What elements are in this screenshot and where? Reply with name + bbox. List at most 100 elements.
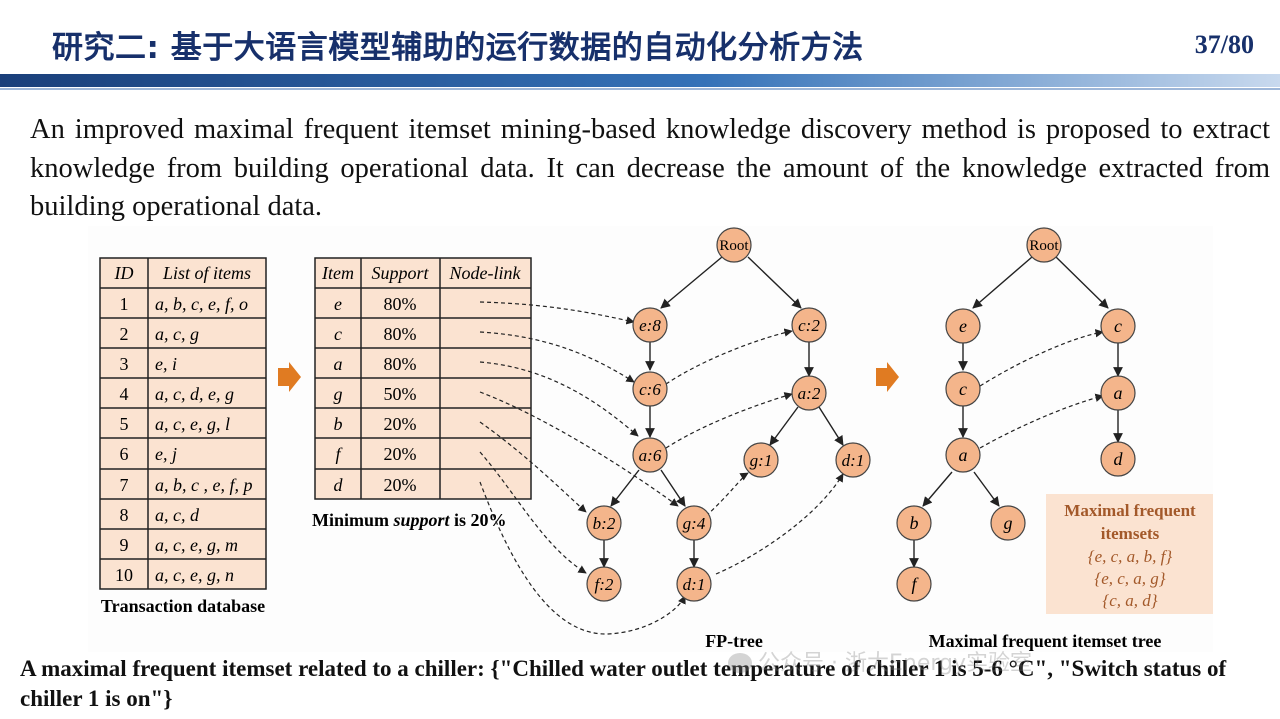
transaction-row-items: a, c, e, g, l [155,414,230,434]
support-header-item: Item [321,263,354,283]
transaction-row-id: 3 [120,354,129,374]
mfi-node [945,437,981,473]
mfi-node-root [1026,227,1062,263]
transaction-row-items: a, c, e, g, m [155,535,238,555]
mfi-tree-node-links [979,329,1104,449]
fp-node-label: a:2 [798,384,821,403]
support-row-value: 80% [384,294,417,314]
fp-growth-diagram: ID List of items 1 a, b, c, e, f, o 2 a,… [99,227,1213,651]
support-row-item: c [334,324,342,344]
support-row-item: d [334,475,344,495]
mfi-node-label: c [959,379,967,399]
support-row-item: f [335,444,343,464]
fp-node [632,371,668,407]
fp-node-label: d:1 [683,575,706,594]
support-row-value: 20% [384,444,417,464]
mfi-node [945,371,981,407]
title-bar [0,74,1280,87]
itemset: {c, a, d} [1102,591,1157,610]
mfi-node-label: c [1114,316,1122,336]
mfi-node [1100,375,1136,411]
itemsets-title: Maximal frequent [1064,501,1196,520]
transaction-row-id: 8 [120,505,129,525]
fp-node-label: c:6 [639,380,661,399]
itemsets-box-bg [1046,494,1213,614]
support-row-value: 20% [384,475,417,495]
slide-title: 研究二: 基于大语言模型辅助的运行数据的自动化分析方法 [52,30,864,66]
arrow-right-icon [876,362,899,392]
support-row-value: 80% [384,324,417,344]
mfi-node-label: f [911,574,919,594]
transaction-row-items: a, c, e, g, n [155,565,234,585]
fp-node [791,375,827,411]
itemset: {e, c, a, g} [1094,569,1165,588]
watermark: 公众号 · 浙大Energy实验室 [728,645,1032,677]
title-bar-underline [0,88,1280,90]
support-row-item: b [334,414,343,434]
mfi-node-label: b [910,513,919,533]
transaction-table-bg [99,257,267,590]
fp-tree-node-links [665,328,844,575]
support-table: Item Support Node-link e 80% c 80% a 80%… [312,257,532,530]
mfi-node-label: g [1004,513,1013,533]
fp-node-label: Root [719,238,749,254]
support-row-item: a [334,354,343,374]
transaction-row-items: e, i [155,354,177,374]
transaction-table-caption: Transaction database [101,596,265,616]
mfi-tree-edges [909,256,1123,568]
fp-node [835,442,871,478]
transaction-row-items: e, j [155,444,177,464]
fp-node [791,307,827,343]
mfi-node [1100,308,1136,344]
conclusion-text: A maximal frequent itemset related to a … [20,656,1227,711]
transaction-row-id: 7 [120,475,129,495]
fp-node [743,442,779,478]
fp-node [632,307,668,343]
fp-node-label: b:2 [593,514,616,533]
transaction-table-row-lines [100,287,266,560]
support-row-value: 20% [384,414,417,434]
mfi-node-label: e [959,316,967,336]
transaction-header-items: List of items [162,263,251,283]
fp-node-label: f:2 [595,575,614,594]
mfi-tree-caption: Maximal frequent itemset tree [929,631,1162,651]
transaction-row-items: a, c, d [155,505,200,525]
mfi-node [896,505,932,541]
fp-node-label: g:1 [750,451,773,470]
mfi-node-label: a [1114,383,1123,403]
fp-node-label: d:1 [842,451,865,470]
mfi-node [1100,441,1136,477]
support-row-item: e [334,294,342,314]
node-link-arrows [479,301,686,635]
fp-node [632,437,668,473]
support-header-support: Support [371,263,429,283]
support-row-value: 50% [384,384,417,404]
itemsets-title: itemsets [1101,524,1160,543]
transaction-row-id: 9 [120,535,129,555]
intro-paragraph: An improved maximal frequent itemset min… [30,114,1270,222]
arrow-right-icon [278,362,301,392]
mfi-node [990,505,1026,541]
mfi-node-label: Root [1029,238,1059,254]
transaction-row-items: a, b, c , e, f, p [155,475,252,495]
fp-node-label: e:8 [639,316,661,335]
transaction-rows: 1 a, b, c, e, f, o 2 a, c, g 3 e, i 4 a,… [115,294,252,585]
support-row-item: g [334,384,343,404]
transaction-row-items: a, c, d, e, g [155,384,234,404]
fp-node-root [716,227,752,263]
fp-tree-caption: FP-tree [705,631,763,651]
mfi-node-label: a [959,445,968,465]
transaction-header-id: ID [114,263,134,283]
transaction-row-items: a, c, g [155,324,199,344]
transaction-row-id: 2 [120,324,129,344]
fp-tree-labels: Root e:8 c:2 c:6 a:2 a:6 g:1 d:1 b:2 g:4… [593,238,865,594]
fp-tree-nodes [586,227,871,602]
itemset: {e, c, a, b, f} [1088,547,1173,566]
transaction-row-items: a, b, c, e, f, o [155,294,248,314]
fp-node-label: g:4 [683,514,706,533]
support-table-caption: Minimum support is 20% [312,510,507,530]
fp-node [586,566,622,602]
itemsets-box: Maximal frequent itemsets {e, c, a, b, f… [1046,494,1213,614]
mfi-tree-nodes [896,227,1136,602]
transaction-row-id: 6 [120,444,129,464]
